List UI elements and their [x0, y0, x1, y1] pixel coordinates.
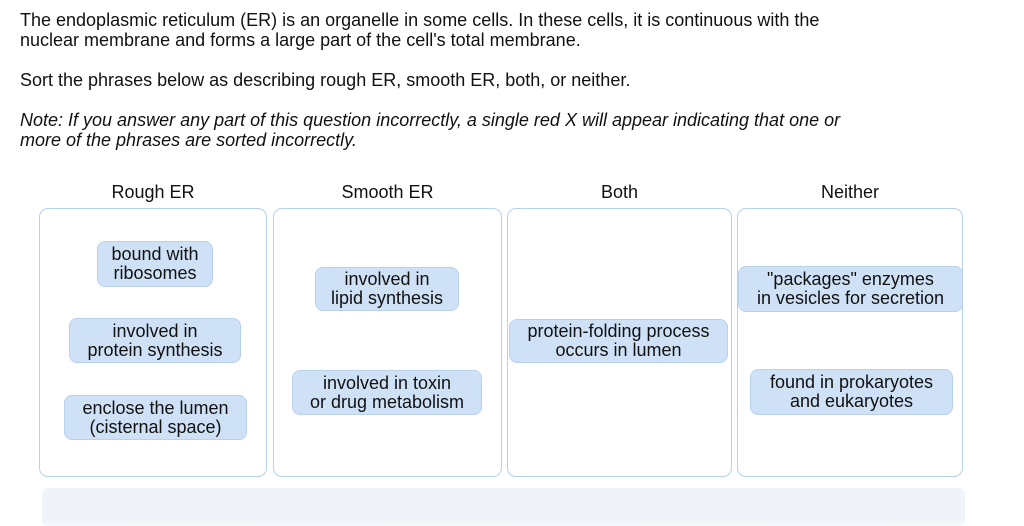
dropzone-smooth-er[interactable] [273, 208, 502, 477]
intro-paragraph-description: The endoplasmic reticulum (ER) is an org… [20, 10, 820, 50]
intro-paragraph-note: Note: If you answer any part of this que… [20, 110, 841, 150]
column-header-neither: Neither [820, 182, 880, 202]
intro-paragraph-instruction: Sort the phrases below as describing rou… [20, 70, 631, 90]
chip-enclose-the-lumen[interactable]: enclose the lumen (cisternal space) [64, 395, 247, 440]
dropzone-neither[interactable] [737, 208, 963, 477]
chip-involved-in-toxin-or-drug-metabolism[interactable]: involved in toxin or drug metabolism [292, 370, 482, 415]
chip-protein-folding-process[interactable]: protein-folding process occurs in lumen [509, 319, 728, 363]
chip-bound-with-ribosomes[interactable]: bound with ribosomes [97, 241, 213, 287]
chip-involved-in-protein-synthesis[interactable]: involved in protein synthesis [69, 318, 241, 363]
chip-found-in-prokaryotes[interactable]: found in prokaryotes and eukaryotes [750, 369, 953, 415]
phrase-bank-tray[interactable] [42, 488, 965, 526]
chip-packages-enzymes[interactable]: "packages" enzymes in vesicles for secre… [738, 266, 963, 312]
chip-involved-in-lipid-synthesis[interactable]: involved in lipid synthesis [315, 267, 459, 311]
column-header-both: Both [600, 182, 639, 202]
column-header-smooth-er: Smooth ER [341, 182, 434, 202]
question-intro: The endoplasmic reticulum (ER) is an org… [20, 10, 980, 170]
column-header-rough-er: Rough ER [111, 182, 195, 202]
